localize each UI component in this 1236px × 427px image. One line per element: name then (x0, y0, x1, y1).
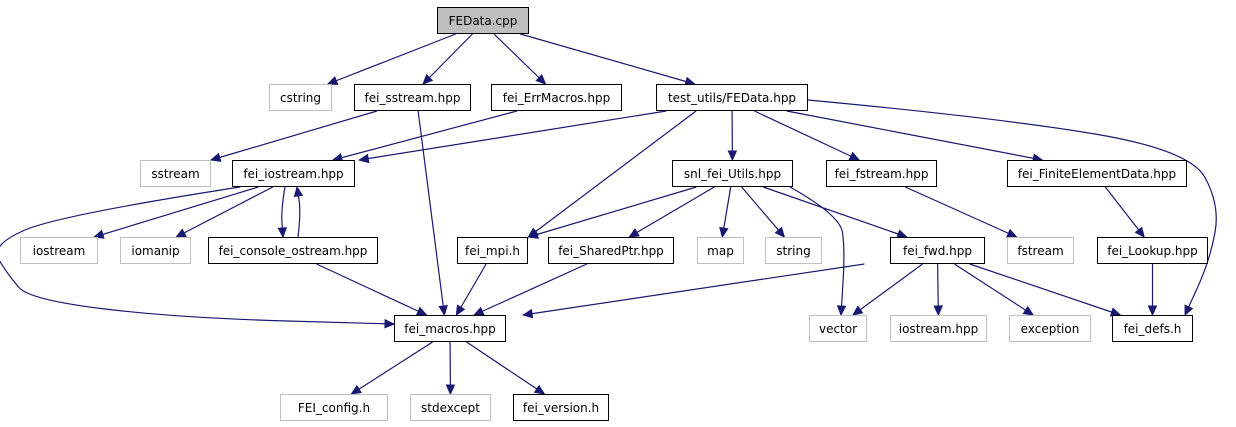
node-fei-macros[interactable]: fei_macros.hpp (394, 315, 506, 342)
edge-fei_fwd-to-vector (852, 263, 923, 316)
edge-fedata_cpp-to-test_utils_fedata (520, 33, 695, 85)
node-fei-version[interactable]: fei_version.h (513, 394, 609, 421)
node-fei-sharedptr[interactable]: fei_SharedPtr.hpp (548, 237, 674, 264)
node-fedata-cpp: FEData.cpp (437, 7, 529, 34)
edge-fei_iostream-to-iomanip (175, 186, 274, 238)
edge-arrowhead (415, 306, 428, 316)
node-fei-mpi[interactable]: fei_mpi.h (457, 237, 528, 264)
edge-fei_errmacros-to-fei_iostream (332, 110, 518, 161)
node-sstream: sstream (140, 160, 211, 187)
edge-arrowhead (521, 308, 534, 319)
edge-fei_fwd-to-fei_defs (969, 263, 1121, 316)
edge-test_utils_fedata-to-fei_mpi (528, 110, 697, 238)
node-vector: vector (809, 315, 867, 342)
edge-arrowhead (92, 229, 105, 239)
node-snl-fei-utils[interactable]: snl_fei_Utils.hpp (672, 160, 793, 187)
node-fei-config: FEI_config.h (280, 394, 388, 421)
edge-arrowhead (473, 306, 485, 316)
edge-fei_fstream-to-fstream (905, 186, 1017, 238)
edge-arrowhead (527, 229, 539, 239)
edge-fei_sstream-to-fei_macros (417, 110, 445, 316)
node-fei-finiteelementdata[interactable]: fei_FiniteElementData.hpp (1007, 160, 1187, 187)
node-map: map (697, 237, 744, 264)
edge-arrowhead (209, 152, 222, 162)
edge-fei_finiteelementdata-to-fei_lookup (1104, 186, 1145, 238)
edge-arrowhead (535, 73, 547, 85)
edge-test_utils_fedata-to-fei_finiteelementdata (786, 110, 1043, 161)
edge-fei_mpi-to-fei_macros (455, 263, 487, 316)
edge-arrowhead (933, 305, 943, 317)
edge-snl_fei_utils-to-vector (789, 186, 845, 316)
edge-arrowhead (774, 226, 786, 238)
edge-fei_iostream-to-iostream (94, 186, 259, 238)
edge-test_utils_fedata-to-fei_defs (807, 99, 1217, 316)
node-iostream-hpp: iostream.hpp (890, 315, 987, 342)
node-fstream: fstream (1007, 237, 1074, 264)
edge-arrowhead (384, 318, 396, 329)
edge-arrowhead (1147, 305, 1158, 317)
edge-arrowhead (1184, 304, 1194, 317)
edge-fei_sharedptr-to-fei_macros (473, 263, 588, 316)
edge-snl_fei_utils-to-fei_sharedptr (628, 186, 715, 238)
edge-fei_console_ostream-to-fei_iostream (296, 186, 301, 238)
edge-snl_fei_utils-to-fei_mpi (528, 186, 697, 238)
edge-arrowhead (455, 304, 466, 317)
edge-test_utils_fedata-to-fei_fstream (754, 110, 860, 161)
node-iomanip: iomanip (120, 237, 191, 264)
edge-fei_macros-to-fei_version (466, 341, 545, 395)
node-fei-fstream[interactable]: fei_fstream.hpp (826, 160, 937, 187)
edge-arrowhead (438, 304, 448, 317)
edge-fei_fwd-to-fei_macros (523, 263, 865, 316)
node-string: string (765, 237, 822, 264)
node-fei-sstream[interactable]: fei_sstream.hpp (354, 84, 471, 111)
edge-snl_fei_utils-to-fei_fwd (763, 186, 907, 238)
edge-arrowhead (628, 228, 640, 238)
edge-fedata_cpp-to-fei_errmacros (493, 33, 546, 85)
edge-arrowhead (175, 228, 187, 238)
node-cstring: cstring (269, 84, 332, 111)
edge-arrowhead (719, 226, 729, 239)
node-fei-iostream[interactable]: fei_iostream.hpp (232, 160, 355, 187)
node-fei-lookup[interactable]: fei_Lookup.hpp (1097, 237, 1208, 264)
edge-arrowhead (1006, 228, 1018, 238)
edge-arrowhead (277, 227, 288, 239)
edge-arrowhead (848, 151, 861, 161)
edge-test_utils_fedata-to-fei_iostream (359, 110, 667, 161)
edge-fei_iostream-to-fei_macros (0, 186, 395, 325)
edge-fei_sstream-to-sstream (210, 110, 378, 161)
edge-arrowhead (358, 153, 370, 164)
node-fei-console-ostream[interactable]: fei_console_ostream.hpp (208, 237, 378, 264)
node-test-utils-fedata[interactable]: test_utils/FEData.hpp (656, 84, 808, 111)
edge-arrowhead (727, 150, 738, 162)
edge-arrowhead (422, 73, 434, 85)
node-fei-defs[interactable]: fei_defs.h (1112, 315, 1193, 342)
edge-arrowhead (445, 384, 456, 396)
node-fei-errmacros[interactable]: fei_ErrMacros.hpp (491, 84, 622, 111)
edge-fei_iostream-to-fei_console_ostream (281, 186, 286, 238)
edge-arrowhead (851, 305, 864, 316)
edge-arrowhead (326, 76, 339, 85)
node-fei-fwd[interactable]: fei_fwd.hpp (890, 237, 985, 264)
edge-fei_console_ostream-to-fei_macros (316, 263, 427, 316)
node-iostream: iostream (20, 237, 98, 264)
node-stdexcept: stdexcept (410, 394, 491, 421)
edge-snl_fei_utils-to-string (741, 186, 785, 238)
edge-fedata_cpp-to-cstring (327, 33, 456, 85)
edge-arrowhead (836, 305, 847, 317)
edge-fei_fwd-to-exception (954, 263, 1034, 316)
edge-fei_macros-to-fei_config (351, 341, 433, 395)
edge-arrowhead (293, 185, 304, 198)
node-exception: exception (1009, 315, 1091, 342)
edge-arrowhead (1022, 305, 1035, 316)
edge-arrowhead (533, 384, 546, 395)
edge-arrowhead (350, 384, 362, 395)
edge-fedata_cpp-to-fei_sstream (422, 33, 473, 85)
edge-arrowhead (1134, 226, 1145, 238)
